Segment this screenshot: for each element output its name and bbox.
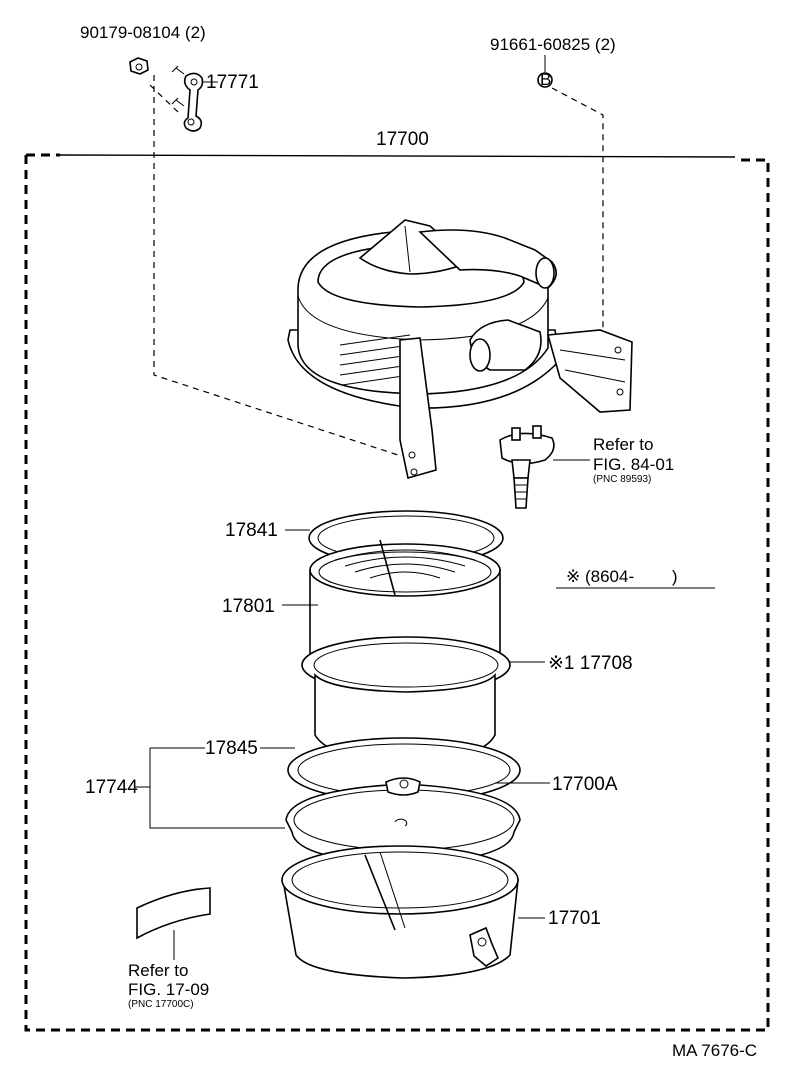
label-assembly: 17700	[376, 129, 429, 150]
bolt-b-marker	[537, 55, 553, 88]
label-refer-bottom-1: Refer to	[128, 961, 188, 980]
label-date-note: ※ (8604- )	[566, 567, 678, 586]
label-gasket-top: 17841	[225, 520, 278, 541]
label-refer-top-3: (PNC 89593)	[593, 474, 651, 485]
dashed-leader-left	[153, 75, 399, 456]
nut-part	[129, 57, 149, 75]
air-cleaner-case	[281, 845, 545, 979]
kit-bracket	[149, 747, 285, 829]
insert-sheet	[136, 887, 211, 960]
air-cleaner-cap	[287, 219, 633, 480]
label-refer-bottom-2: FIG. 17-09	[128, 980, 209, 999]
label-kit: 17744	[85, 777, 138, 798]
label-bolt-part: 90179-08104 (2)	[80, 23, 206, 42]
label-clamp-part: 17771	[206, 72, 259, 93]
label-refer-top-2: FIG. 84-01	[593, 455, 674, 474]
label-refer-top-1: Refer to	[593, 435, 653, 454]
label-refer-bottom-3: (PNC 17700C)	[128, 999, 194, 1010]
label-ring-note: ※1 17708	[548, 653, 633, 674]
label-drawing-code: MA 7676-C	[672, 1041, 757, 1060]
dashed-leader-right	[551, 87, 604, 335]
label-b-marker: B	[540, 70, 551, 89]
bracket-clamp-part	[171, 65, 204, 132]
label-case: 17701	[548, 908, 601, 929]
label-gasket-bottom: 17845	[205, 738, 258, 759]
label-bolt-b-part: 91661-60825 (2)	[490, 35, 616, 54]
cap-louvres	[339, 334, 411, 386]
label-cap-sub: 17700A	[552, 774, 618, 795]
label-element: 17801	[222, 596, 275, 617]
sensor-valve-part	[499, 425, 590, 509]
assembly-frame	[24, 153, 770, 1032]
